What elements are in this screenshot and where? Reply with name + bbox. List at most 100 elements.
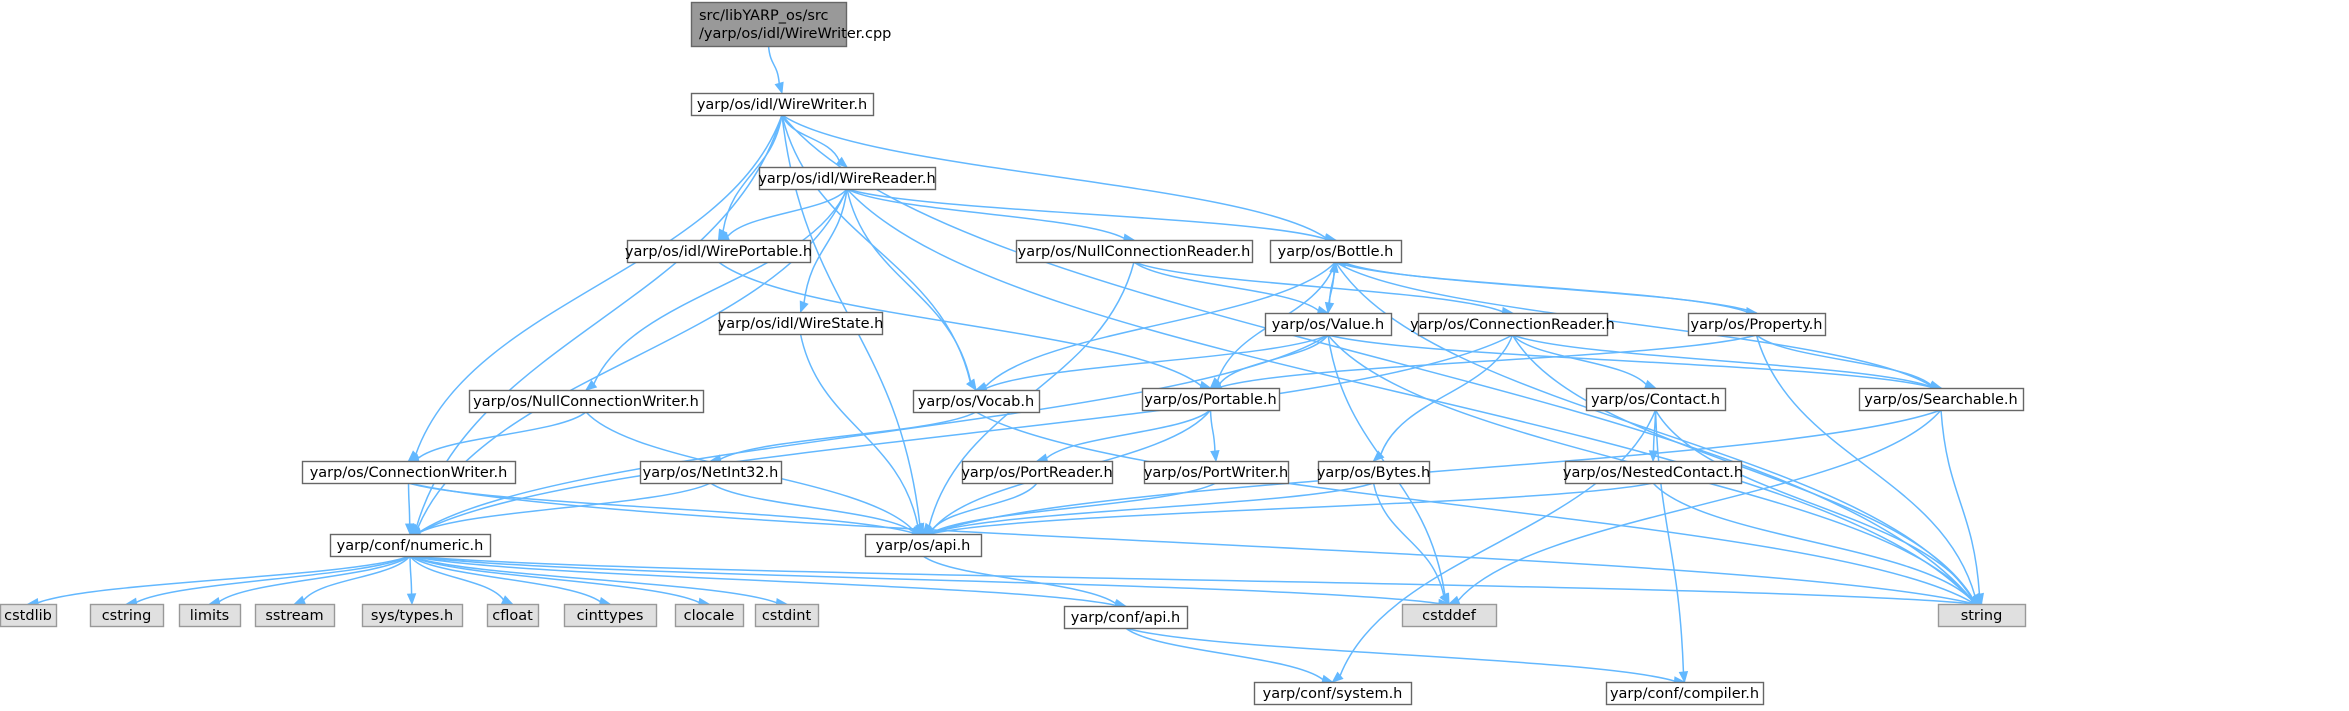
node-label: yarp/conf/api.h bbox=[1071, 610, 1180, 626]
node-confapi[interactable]: yarp/conf/api.h bbox=[1063, 605, 1189, 630]
edge-line bbox=[727, 188, 848, 237]
node-label: yarp/os/idl/WireReader.h bbox=[758, 171, 935, 187]
node-label: cstdlib bbox=[4, 608, 52, 624]
edge-line bbox=[931, 482, 1038, 531]
node-portwriter[interactable]: yarp/os/PortWriter.h bbox=[1143, 460, 1290, 485]
edge-line bbox=[846, 188, 1326, 240]
edge-line bbox=[767, 45, 780, 84]
edge-numeric-to-cinttypes bbox=[409, 555, 612, 607]
edge-wirereader-to-bottle bbox=[846, 188, 1337, 244]
edge-line bbox=[1756, 334, 1932, 386]
node-label: yarp/os/NetInt32.h bbox=[643, 465, 779, 481]
node-box bbox=[639, 460, 783, 485]
node-connwriter[interactable]: yarp/os/ConnectionWriter.h bbox=[301, 460, 517, 485]
node-nestedcontact[interactable]: yarp/os/NestedContact.h bbox=[1563, 460, 1743, 485]
node-cstddef[interactable]: cstddef bbox=[1401, 603, 1498, 628]
edge-line bbox=[409, 555, 505, 601]
node-label: limits bbox=[190, 608, 229, 624]
node-label: yarp/os/idl/WirePortable.h bbox=[625, 244, 812, 260]
node-clocale[interactable]: clocale bbox=[674, 603, 745, 628]
node-wirewriter[interactable]: yarp/os/idl/WireWriter.h bbox=[690, 92, 875, 117]
node-cfloat[interactable]: cfloat bbox=[486, 603, 540, 628]
edge-line bbox=[710, 482, 914, 533]
node-nullconnreader[interactable]: yarp/os/NullConnectionReader.h bbox=[1015, 239, 1254, 264]
node-searchable[interactable]: yarp/os/Searchable.h bbox=[1858, 387, 2025, 412]
node-wirereader[interactable]: yarp/os/idl/WireReader.h bbox=[758, 166, 937, 191]
edge-bottle-to-property bbox=[1335, 261, 1758, 317]
node-label: yarp/os/ConnectionWriter.h bbox=[310, 465, 508, 481]
node-box bbox=[1417, 312, 1609, 337]
edge-contact-to-compiler bbox=[1654, 409, 1689, 684]
edge-line bbox=[1940, 409, 1981, 595]
node-box bbox=[1564, 460, 1743, 485]
node-box bbox=[1264, 312, 1393, 337]
node-contact[interactable]: yarp/os/Contact.h bbox=[1585, 387, 1727, 412]
node-property[interactable]: yarp/os/Property.h bbox=[1687, 312, 1827, 337]
node-string[interactable]: string bbox=[1937, 603, 2027, 628]
node-box bbox=[254, 603, 336, 628]
node-limits[interactable]: limits bbox=[178, 603, 242, 628]
edge-property-to-searchable bbox=[1756, 334, 1943, 390]
edge-wirewriter-to-string bbox=[781, 114, 1983, 605]
node-wireportable[interactable]: yarp/os/idl/WirePortable.h bbox=[625, 239, 812, 264]
node-label: clocale bbox=[684, 608, 735, 624]
node-box bbox=[674, 603, 745, 628]
edge-arrowhead bbox=[1439, 592, 1450, 606]
node-box bbox=[563, 603, 658, 628]
node-box bbox=[1937, 603, 2027, 628]
node-osapi[interactable]: yarp/os/api.h bbox=[864, 533, 983, 558]
node-netint32[interactable]: yarp/os/NetInt32.h bbox=[639, 460, 783, 485]
node-label: yarp/os/ConnectionReader.h bbox=[1410, 317, 1615, 333]
edge-nullconnwriter-to-connwriter bbox=[407, 411, 587, 463]
edge-osapi-to-confapi bbox=[922, 555, 1127, 609]
edge-line bbox=[1654, 409, 1974, 600]
node-system[interactable]: yarp/conf/system.h bbox=[1253, 681, 1413, 706]
edge-line bbox=[409, 555, 777, 604]
node-box bbox=[690, 1, 848, 48]
node-box bbox=[329, 533, 492, 558]
node-bytes[interactable]: yarp/os/Bytes.h bbox=[1317, 460, 1431, 485]
node-wirestate[interactable]: yarp/os/idl/WireState.h bbox=[718, 311, 884, 336]
node-value[interactable]: yarp/os/Value.h bbox=[1264, 312, 1393, 337]
node-cstdint[interactable]: cstdint bbox=[754, 603, 820, 628]
node-cinttypes[interactable]: cinttypes bbox=[563, 603, 658, 628]
edge-searchable-to-string bbox=[1940, 409, 1984, 606]
node-bottle[interactable]: yarp/os/Bottle.h bbox=[1269, 239, 1403, 264]
edge-line bbox=[1125, 627, 1324, 681]
node-vocab[interactable]: yarp/os/Vocab.h bbox=[912, 389, 1041, 414]
node-box bbox=[1063, 605, 1189, 630]
node-box bbox=[961, 460, 1114, 485]
edge-arrowhead bbox=[966, 378, 977, 392]
node-label: yarp/conf/numeric.h bbox=[337, 538, 484, 554]
node-cstring[interactable]: cstring bbox=[89, 603, 165, 628]
node-box bbox=[1015, 239, 1254, 264]
edge-arrowhead bbox=[1974, 592, 1984, 606]
edge-line bbox=[1512, 334, 1932, 388]
node-label: yarp/os/idl/WireWriter.h bbox=[697, 97, 867, 113]
edge-arrowhead bbox=[774, 81, 784, 95]
edge-line bbox=[409, 555, 413, 595]
edge-line bbox=[1755, 334, 1976, 597]
node-root[interactable]: src/libYARP_os/src/yarp/os/idl/WireWrite… bbox=[690, 1, 892, 48]
edge-line bbox=[1125, 627, 1675, 682]
node-compiler[interactable]: yarp/conf/compiler.h bbox=[1605, 681, 1765, 706]
node-sstream[interactable]: sstream bbox=[254, 603, 336, 628]
node-label: yarp/os/NullConnectionReader.h bbox=[1018, 244, 1251, 260]
node-portreader[interactable]: yarp/os/PortReader.h bbox=[961, 460, 1114, 485]
edge-root-to-wirewriter bbox=[767, 45, 784, 95]
node-box bbox=[1253, 681, 1413, 706]
node-portable[interactable]: yarp/os/Portable.h bbox=[1141, 387, 1281, 412]
node-box bbox=[1269, 239, 1403, 264]
node-numeric[interactable]: yarp/conf/numeric.h bbox=[329, 533, 492, 558]
edge-line bbox=[408, 482, 1972, 604]
node-box bbox=[718, 311, 884, 336]
node-nullconnwriter[interactable]: yarp/os/NullConnectionWriter.h bbox=[468, 389, 705, 414]
node-systypes[interactable]: sys/types.h bbox=[361, 603, 464, 628]
edge-line bbox=[1046, 409, 1211, 459]
node-label: yarp/os/idl/WireState.h bbox=[718, 316, 884, 332]
edge-line bbox=[409, 555, 1972, 605]
node-connreader[interactable]: yarp/os/ConnectionReader.h bbox=[1410, 312, 1615, 337]
edge-line bbox=[846, 188, 1125, 239]
edge-line bbox=[1511, 334, 1647, 386]
node-cstdlib[interactable]: cstdlib bbox=[0, 603, 58, 628]
